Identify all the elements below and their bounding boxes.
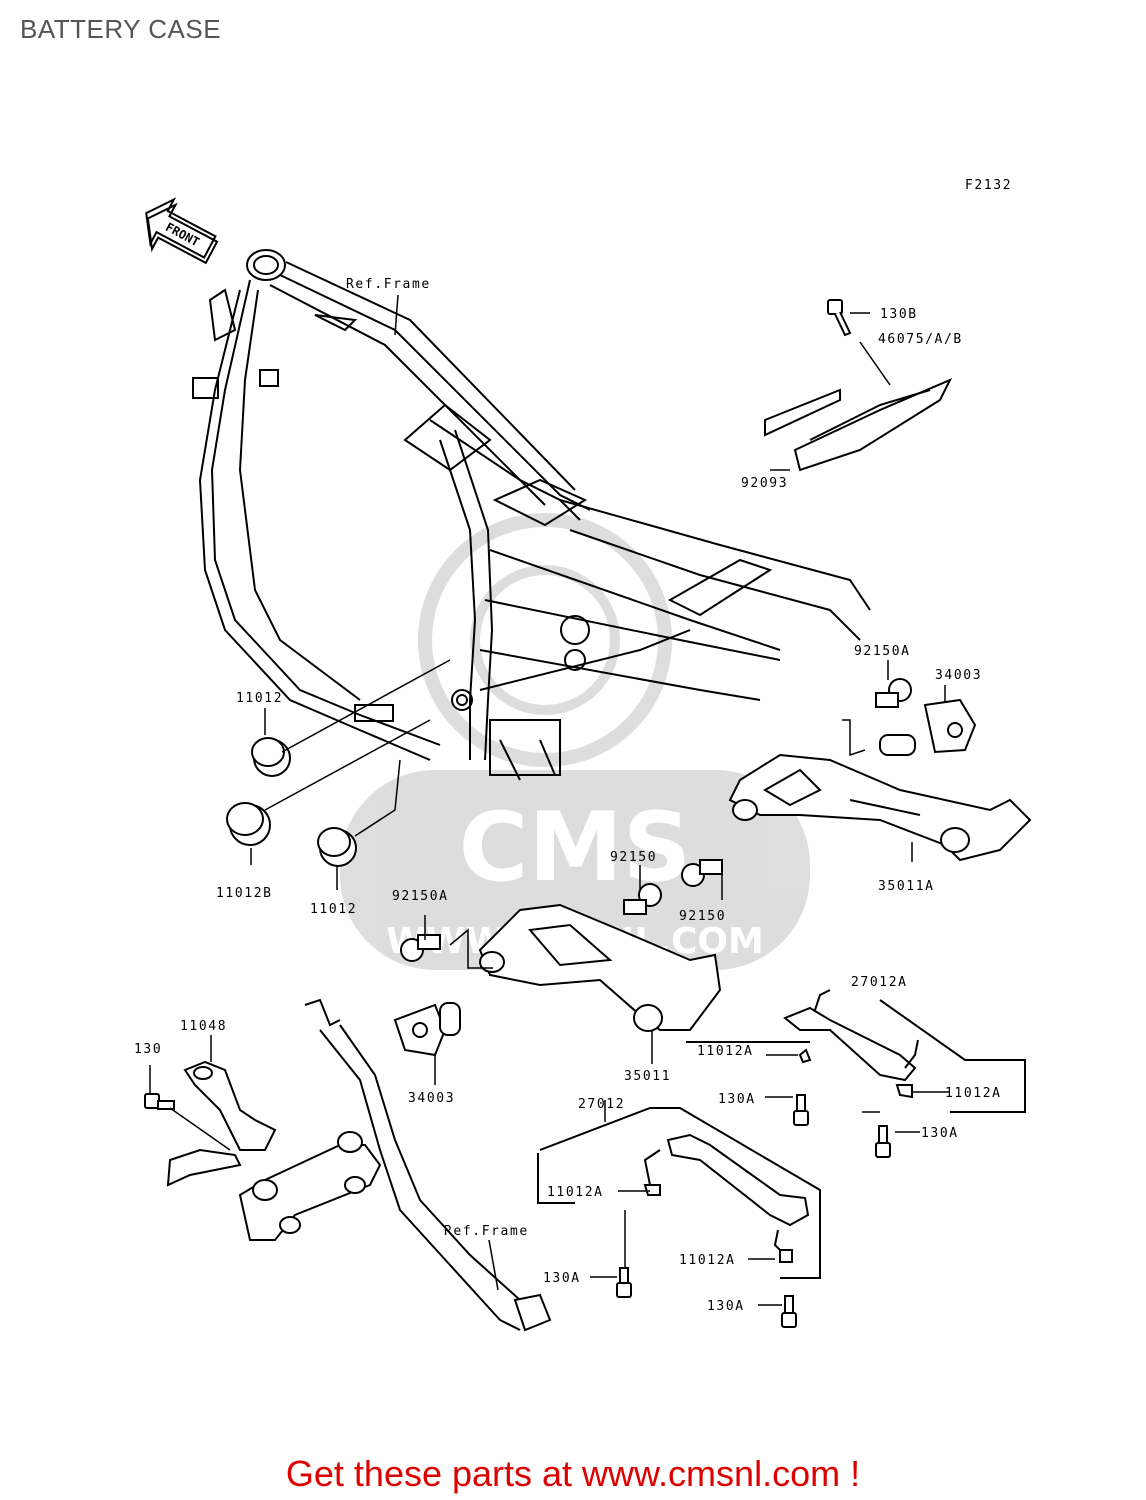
grommet-11012-lower (317, 827, 357, 867)
peg-mount-34003-left (393, 1002, 461, 1057)
callout-92150-center: 92150 (610, 850, 657, 865)
bolt-92150a-left (400, 934, 441, 962)
callout-labels: Ref.Frame 130B 46075/A/B 92093 92150A 34… (134, 277, 1002, 1314)
grommet-11012b (226, 802, 271, 846)
bolt-130a-2 (875, 1125, 891, 1158)
callout-11012a-1: 11012A (697, 1044, 754, 1059)
front-arrow-icon: FRONT (145, 197, 219, 265)
bolt-130 (144, 1093, 175, 1110)
footer-promo-link[interactable]: Get these parts at www.cmsnl.com ! (0, 1453, 1146, 1495)
callout-11012-lower: 11012 (310, 902, 357, 917)
leader-lines (149, 294, 950, 1306)
footrest-bracket-35011 (478, 903, 722, 1032)
callout-35011: 35011 (624, 1069, 671, 1084)
figure-code: F2132 (965, 178, 1012, 193)
mounting-block (238, 1131, 382, 1241)
callout-11012a-2: 11012A (945, 1086, 1002, 1101)
callout-130: 130 (134, 1042, 162, 1057)
callout-130b: 130B (880, 307, 918, 322)
motorcycle-frame (192, 249, 871, 781)
callout-27012: 27012 (578, 1097, 625, 1112)
callout-92093: 92093 (741, 476, 788, 491)
bolt-92150-center (623, 883, 662, 915)
bolt-130b (827, 299, 852, 337)
bolt-92150a-right (875, 678, 912, 708)
callout-ref-frame-bottom: Ref.Frame (444, 1224, 529, 1239)
callout-11012b: 11012B (216, 886, 273, 901)
page-title: BATTERY CASE (20, 14, 222, 44)
callout-11012-upper: 11012 (236, 691, 283, 706)
callout-130a-4: 130A (707, 1299, 745, 1314)
footrest-bracket-35011a (728, 753, 1032, 862)
footer-link-text[interactable]: Get these parts at www.cmsnl.com ! (285, 1453, 861, 1494)
bolt-92150-right (681, 859, 723, 887)
callout-27012a: 27012A (851, 975, 908, 990)
frame-lower-tube (304, 998, 552, 1332)
callout-11012a-3: 11012A (547, 1185, 604, 1200)
bolt-130a-4 (781, 1295, 797, 1328)
callout-46075: 46075/A/B (878, 332, 963, 347)
callout-92150a-right: 92150A (854, 644, 911, 659)
callout-130a-2: 130A (921, 1126, 959, 1141)
callout-35011a: 35011A (878, 879, 935, 894)
callout-11012a-4: 11012A (679, 1253, 736, 1268)
callout-ref-frame-top: Ref.Frame (346, 277, 431, 292)
callout-130a-1: 130A (718, 1092, 756, 1107)
bracket-27012 (537, 1107, 821, 1279)
bolt-130a-1 (793, 1094, 809, 1126)
callout-34003-right: 34003 (935, 668, 982, 683)
callout-34003-left: 34003 (408, 1091, 455, 1106)
bracket-27012a (686, 989, 1026, 1113)
bracket-11048 (166, 1060, 277, 1187)
callout-92150a-left: 92150A (392, 889, 449, 904)
grommet-11012-upper (251, 737, 291, 777)
side-cover-46075 (764, 378, 953, 472)
callout-11048: 11048 (180, 1019, 227, 1034)
callout-92150-right: 92150 (679, 909, 726, 924)
callout-130a-3: 130A (543, 1271, 581, 1286)
bolt-130a-3 (616, 1267, 632, 1298)
peg-mount-34003-right (879, 698, 977, 756)
